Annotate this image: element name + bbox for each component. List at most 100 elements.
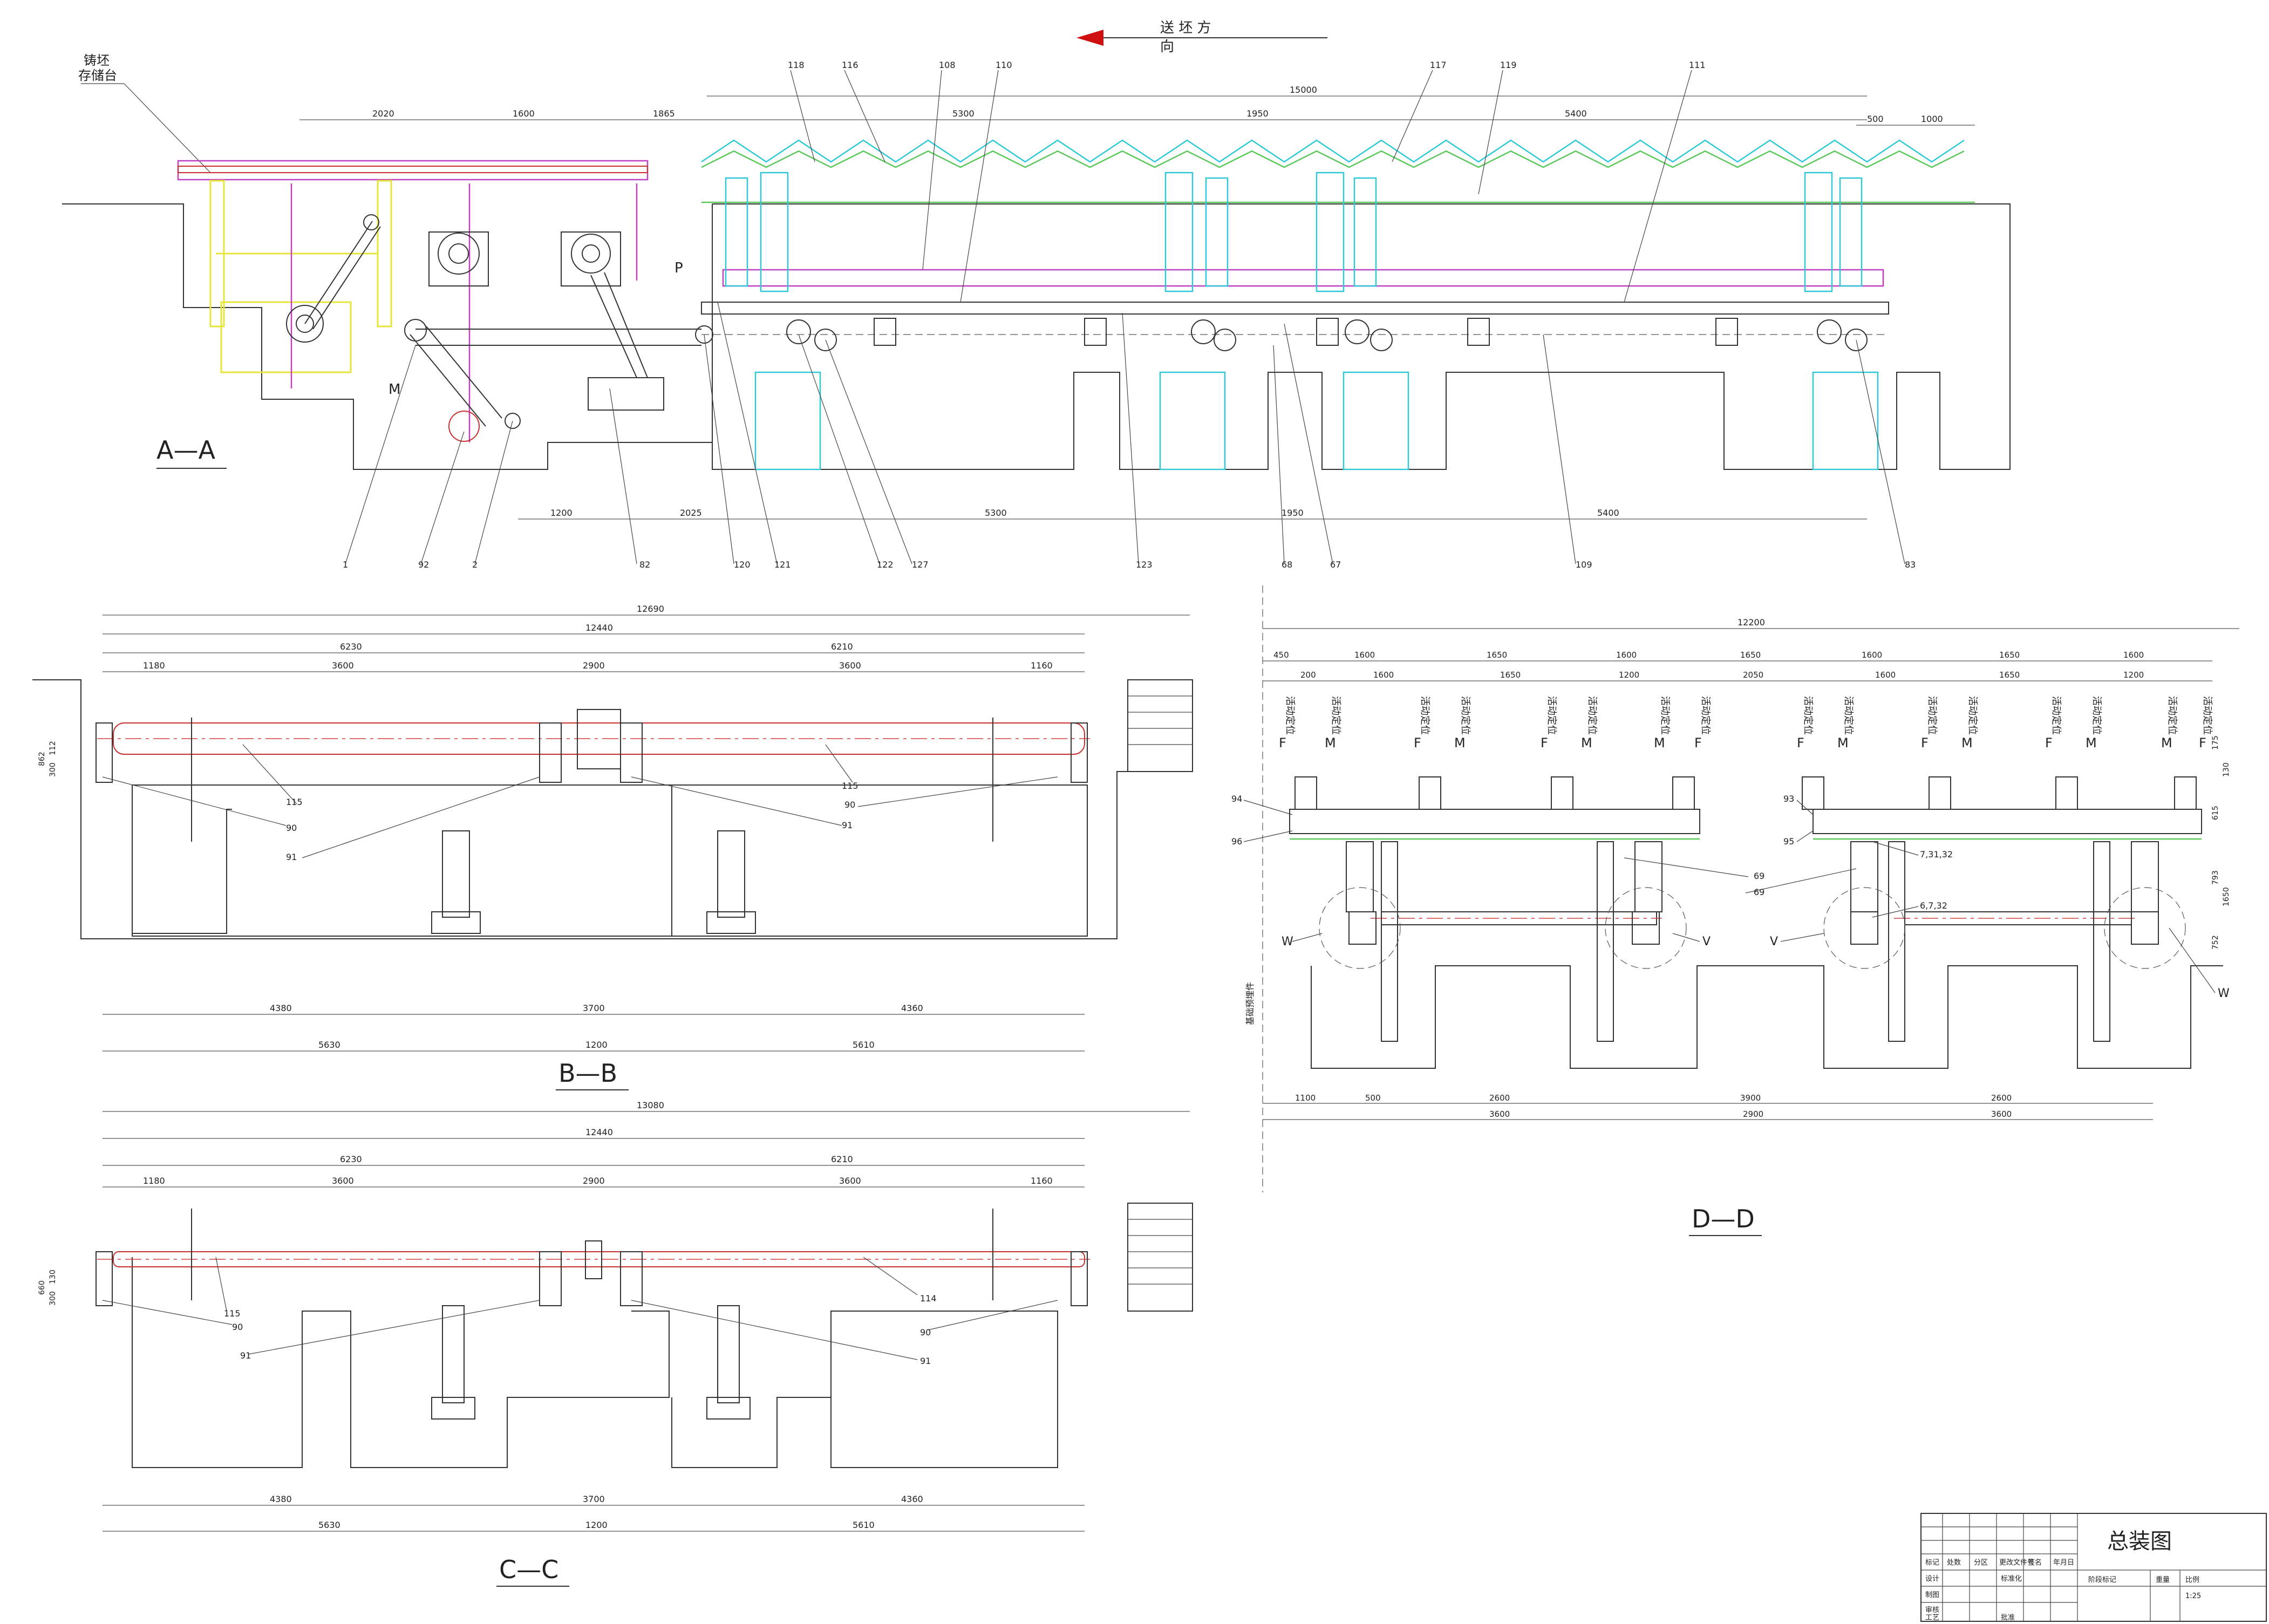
aa-bottom-dim: 5300: [985, 508, 1007, 518]
aa-bottom-dim: 1200: [550, 508, 573, 518]
dd-dim-bottom: 1100: [1295, 1093, 1316, 1103]
bb-dim: 1180: [143, 660, 165, 671]
dd-fixed-label: 活动定位: [1284, 696, 1296, 735]
title-block-header: 签名: [2028, 1558, 2042, 1567]
aa-top-dim: 500: [1867, 114, 1884, 124]
cc-callout: 91: [920, 1356, 931, 1366]
dd-callout: 6,7,32: [1920, 900, 1947, 911]
dd-callout: 96: [1231, 836, 1242, 847]
bb-dim: 3600: [332, 660, 354, 671]
cc-side-dim: 660: [38, 1280, 46, 1295]
aa-callout: 110: [996, 60, 1012, 70]
direction-indicator: 送 坯 方 向: [1076, 20, 1327, 55]
dd-dim-bottom: 2900: [1743, 1109, 1763, 1119]
aa-callout: 111: [1689, 60, 1706, 70]
aa-letter-m: M: [389, 381, 400, 398]
bb-side-dim: 862: [38, 752, 46, 766]
aa-top-dim: 5400: [1565, 108, 1587, 119]
dd-fixed-label: 活动定位: [1926, 696, 1938, 735]
dd-callout: 95: [1783, 836, 1794, 847]
aa-top-dim: 1000: [1921, 114, 1943, 124]
title-block-row: 设计: [1925, 1575, 1939, 1583]
dd-mark-f: F: [2199, 735, 2206, 750]
dd-callout: 93: [1783, 794, 1794, 804]
view-dd: 12200 450 1600 1650 1600 1650 1600 1650 …: [1231, 585, 2239, 1236]
aa-callout-bottom: 68: [1282, 559, 1292, 570]
bb-dim: 5610: [853, 1040, 875, 1050]
dd-mark-m: M: [1654, 735, 1665, 750]
cc-callout: 90: [232, 1322, 243, 1332]
aa-callout-bottom: 67: [1330, 559, 1341, 570]
aa-top-dim: 15000: [1290, 85, 1317, 95]
dd-dim: 1650: [1487, 650, 1507, 660]
aa-bottom-dim: 1950: [1282, 508, 1304, 518]
dd-callout: 94: [1231, 794, 1242, 804]
storage-label-line2: 存储台: [78, 68, 117, 83]
cc-dim: 3700: [583, 1494, 605, 1504]
dd-dim: 450: [1273, 650, 1289, 660]
cc-dim: 3600: [839, 1176, 861, 1186]
dd-fixed-label: 活动定位: [2091, 696, 2102, 735]
title-block-header: 分区: [1974, 1559, 1988, 1567]
dd-fixed-label: 活动定位: [1843, 696, 1854, 735]
aa-letter-p: P: [674, 260, 683, 276]
cc-dim: 4380: [270, 1494, 292, 1504]
dd-dim: 1650: [1999, 670, 2020, 680]
bb-callout: 90: [844, 800, 855, 810]
title-block-header: 年月日: [2053, 1559, 2074, 1567]
dd-mark-f: F: [1921, 735, 1929, 750]
aa-callout-bottom: 120: [734, 559, 751, 570]
dd-side-dim: 1650: [2222, 887, 2231, 906]
bb-callout: 91: [842, 820, 853, 830]
dd-dim-bottom: 2600: [1991, 1093, 2012, 1103]
aa-callout-bottom: 123: [1136, 559, 1153, 570]
cc-callout: 90: [920, 1327, 931, 1338]
bb-dim: 1160: [1031, 660, 1053, 671]
cc-dim: 1200: [585, 1520, 608, 1530]
dd-dim: 1200: [1619, 670, 1639, 680]
aa-callout: 108: [939, 60, 956, 70]
dd-fixed-label: 活动定位: [2202, 696, 2213, 735]
aa-callout-bottom: 83: [1905, 559, 1916, 570]
dd-side-dim: 615: [2211, 806, 2220, 820]
dd-dim: 1200: [2123, 670, 2144, 680]
view-cc: 13080 12440 6230 6210 1180 3600 2900 360…: [38, 1100, 1193, 1587]
title-block-header: 标记: [1925, 1559, 1939, 1567]
cc-dim: 6230: [340, 1154, 362, 1164]
dd-dim: 1650: [1999, 650, 2020, 660]
title-block: 总装图 标记 处数 分区 更改文件号 签名 年月日 设计 制图 审核 工艺 标准…: [1920, 1513, 2267, 1622]
bb-dim: 1200: [585, 1040, 608, 1050]
dd-dim: 1650: [1740, 650, 1761, 660]
dd-dim: 200: [1300, 670, 1316, 680]
cc-dim: 12440: [585, 1127, 613, 1137]
view-bb: 12690 12440 6230 6210 1180 3600 2900 360…: [32, 604, 1193, 1090]
cc-dim: 13080: [637, 1100, 664, 1110]
dd-callout: 69: [1754, 887, 1764, 897]
dd-dim: 1600: [1875, 670, 1896, 680]
cc-callout: 114: [920, 1293, 937, 1304]
aa-bottom-dim: 2025: [680, 508, 702, 518]
bb-dim: 6230: [340, 642, 362, 652]
dd-mark-f: F: [1279, 735, 1286, 750]
dd-mark-m: M: [1837, 735, 1849, 750]
dd-fixed-label: 活动定位: [1700, 696, 1711, 735]
bb-callout: 115: [286, 797, 303, 807]
aa-callout-bottom: 122: [877, 559, 894, 570]
title-block-extra: 标准化: [2001, 1575, 2022, 1583]
dd-dim: 12200: [1737, 617, 1765, 627]
aa-callout-bottom: 127: [912, 559, 929, 570]
bb-dim: 3600: [839, 660, 861, 671]
view-cc-title: C—C: [499, 1555, 558, 1584]
dd-dim-bottom: 3900: [1740, 1093, 1761, 1103]
aa-callout-bottom: 121: [774, 559, 791, 570]
bb-side-dim: 300: [49, 762, 57, 777]
cc-dim: 3600: [332, 1176, 354, 1186]
dd-side-dim: 175: [2211, 735, 2220, 750]
direction-label-top: 送 坯 方: [1160, 20, 1211, 36]
dd-callout: W: [2218, 987, 2230, 1000]
dd-dim-bottom: 2600: [1489, 1093, 1510, 1103]
aa-top-dim: 1600: [513, 108, 535, 119]
dd-fixed-label: 活动定位: [1967, 696, 1978, 735]
bb-side-dim: 112: [49, 741, 57, 755]
dd-fixed-label: 活动定位: [1460, 696, 1471, 735]
